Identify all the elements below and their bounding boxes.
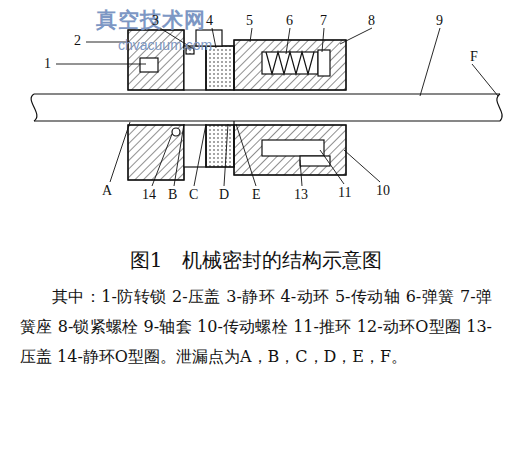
watermark: chvacuum.com <box>118 38 212 52</box>
callout-number: 1 <box>44 57 51 71</box>
callout-number: 2 <box>74 34 81 48</box>
callout-number: 14 <box>142 188 156 202</box>
leak-point: F <box>470 50 478 64</box>
legend-note: 其中：1-防转锁 2-压盖 3-静环 4-动环 5-传动轴 6-弹簧 7-弹簧座… <box>20 282 492 372</box>
callout-number: 11 <box>338 186 351 200</box>
watermark: 真空技术网 <box>96 10 206 31</box>
leak-point: B <box>168 188 177 202</box>
callout-number: 5 <box>246 14 253 28</box>
callout-number: 13 <box>294 188 308 202</box>
callout-number: 10 <box>376 184 390 198</box>
callout-number: 8 <box>368 14 375 28</box>
leak-point: C <box>189 188 198 202</box>
callout-number: 4 <box>206 14 213 28</box>
figure-caption: 图1 机械密封的结构示意图 <box>130 250 383 270</box>
callout-number: 7 <box>320 14 327 28</box>
callout-number: 3 <box>152 14 159 28</box>
callout-number: 9 <box>436 14 443 28</box>
leader-lines <box>56 28 498 186</box>
seal-body <box>31 30 502 180</box>
leak-point: E <box>252 188 261 202</box>
leak-point: A <box>102 184 112 198</box>
callout-number: 6 <box>286 14 293 28</box>
leak-point: D <box>219 188 229 202</box>
